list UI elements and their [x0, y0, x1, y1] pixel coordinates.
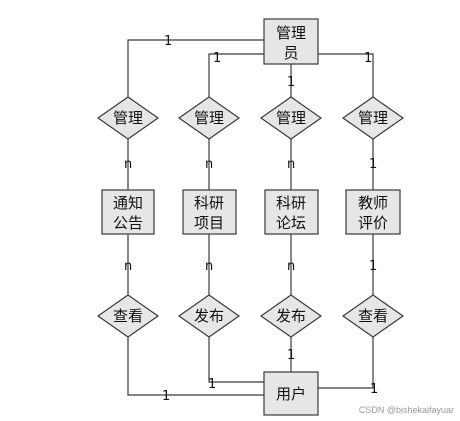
card-admin-evaluation: 1 [364, 51, 372, 66]
card-project-from-admin: n [205, 157, 213, 172]
entity-notice: 通知 公告 [101, 189, 155, 235]
relationship-manage-evaluation-label: 管理 [358, 109, 388, 127]
card-user-notice: 1 [162, 389, 170, 404]
line-view-notice-user [127, 337, 264, 396]
line-view-evaluation-user [318, 337, 374, 389]
relationship-manage-notice: 管理 [96, 96, 160, 140]
relationship-view-notice: 查看 [96, 294, 160, 338]
relationship-view-evaluation: 查看 [341, 294, 405, 338]
entity-project-label-line2: 项目 [194, 214, 224, 232]
relationship-publish-project-label: 发布 [194, 307, 224, 325]
entity-evaluation-label-line1: 教师 [358, 194, 388, 212]
card-admin-notice: 1 [164, 34, 172, 49]
entity-notice-label-line1: 通知 [113, 194, 143, 212]
entity-forum-label-line2: 论坛 [276, 214, 306, 232]
entity-project-label-line1: 科研 [194, 194, 224, 212]
relationship-manage-notice-label: 管理 [113, 109, 143, 127]
card-evaluation-to-user: 1 [369, 259, 377, 274]
card-evaluation-from-admin: 1 [369, 157, 377, 172]
card-user-evaluation: 1 [370, 382, 378, 397]
entity-forum: 科研 论坛 [264, 189, 319, 235]
card-project-to-user: n [205, 259, 213, 274]
card-notice-from-admin: n [124, 157, 132, 172]
relationship-manage-project: 管理 [177, 96, 241, 140]
line-admin-manage-project [208, 53, 264, 97]
entity-admin-label-line2: 员 [283, 44, 298, 62]
card-forum-from-admin: n [287, 157, 295, 172]
card-admin-project: 1 [213, 51, 221, 66]
connector-lines [127, 39, 374, 396]
line-admin-manage-evaluation [318, 53, 374, 97]
relationship-publish-forum: 发布 [259, 294, 323, 338]
entity-admin: 管理 员 [263, 18, 319, 65]
entity-forum-label-line1: 科研 [276, 194, 306, 212]
relationship-manage-project-label: 管理 [194, 109, 224, 127]
watermark: CSDN @bishekaifayuar [359, 405, 454, 415]
relationship-publish-forum-label: 发布 [276, 307, 306, 325]
card-user-forum: 1 [287, 348, 295, 363]
entity-admin-label-line1: 管理 [276, 24, 306, 42]
entity-evaluation-label-line2: 评价 [358, 214, 388, 232]
entity-evaluation: 教师 评价 [345, 189, 401, 235]
card-admin-forum: 1 [287, 75, 295, 90]
relationship-view-notice-label: 查看 [113, 307, 143, 325]
line-admin-manage-notice [127, 39, 264, 97]
card-notice-to-user: n [124, 259, 132, 274]
relationship-publish-project: 发布 [177, 294, 241, 338]
card-forum-to-user: n [287, 259, 295, 274]
relationship-view-evaluation-label: 查看 [358, 307, 388, 325]
entity-user-label: 用户 [276, 385, 306, 403]
relationship-manage-forum-label: 管理 [276, 109, 306, 127]
cardinality-labels: 1 1 1 1 n n n 1 n n n 1 1 1 1 1 [124, 34, 378, 404]
line-publish-project-user [208, 337, 264, 383]
entity-project: 科研 项目 [182, 189, 237, 235]
relationship-manage-forum: 管理 [259, 96, 323, 140]
entity-notice-label-line2: 公告 [113, 214, 143, 232]
relationship-manage-evaluation: 管理 [341, 96, 405, 140]
card-user-project: 1 [208, 377, 216, 392]
entity-user: 用户 [263, 371, 319, 416]
